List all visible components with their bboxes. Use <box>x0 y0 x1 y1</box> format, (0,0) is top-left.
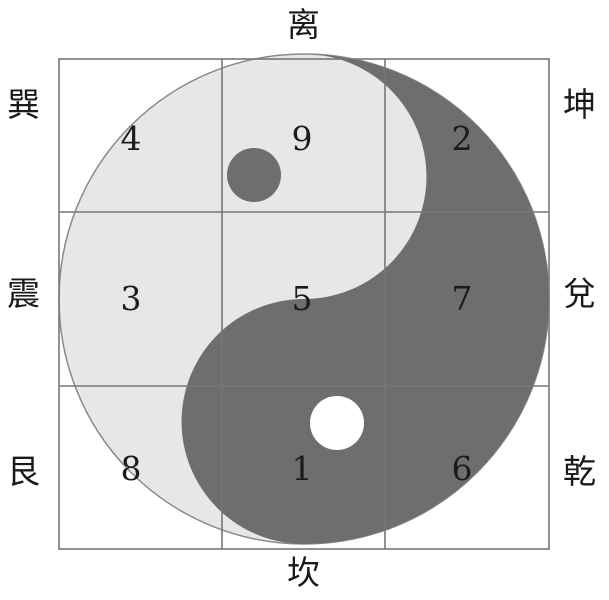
grid-outer-border <box>58 58 550 550</box>
trigram-label-kun: 坤 <box>563 85 596 124</box>
grid-number-4: 4 <box>120 119 142 158</box>
grid-number-1: 1 <box>291 449 313 488</box>
taiji-dark-half <box>181 54 549 544</box>
grid-number-8: 8 <box>120 449 142 488</box>
grid-number-6: 6 <box>451 449 473 488</box>
trigram-label-zhen: 震 <box>7 274 40 313</box>
trigram-label-kan: 坎 <box>287 553 320 592</box>
trigram-label-xun: 巽 <box>7 85 40 124</box>
trigram-label-gen: 艮 <box>7 452 40 491</box>
taiji-light-dot <box>310 396 364 450</box>
trigram-label-li: 离 <box>287 5 320 44</box>
grid-number-5: 5 <box>291 279 313 318</box>
trigram-label-qian: 乾 <box>563 452 596 491</box>
taiji-dark-dot <box>227 148 281 202</box>
luoshu-grid <box>58 58 550 550</box>
grid-number-9: 9 <box>291 119 313 158</box>
trigram-label-dui: 兌 <box>563 274 596 313</box>
grid-number-7: 7 <box>451 279 473 318</box>
grid-number-3: 3 <box>120 279 142 318</box>
grid-number-2: 2 <box>451 119 473 158</box>
